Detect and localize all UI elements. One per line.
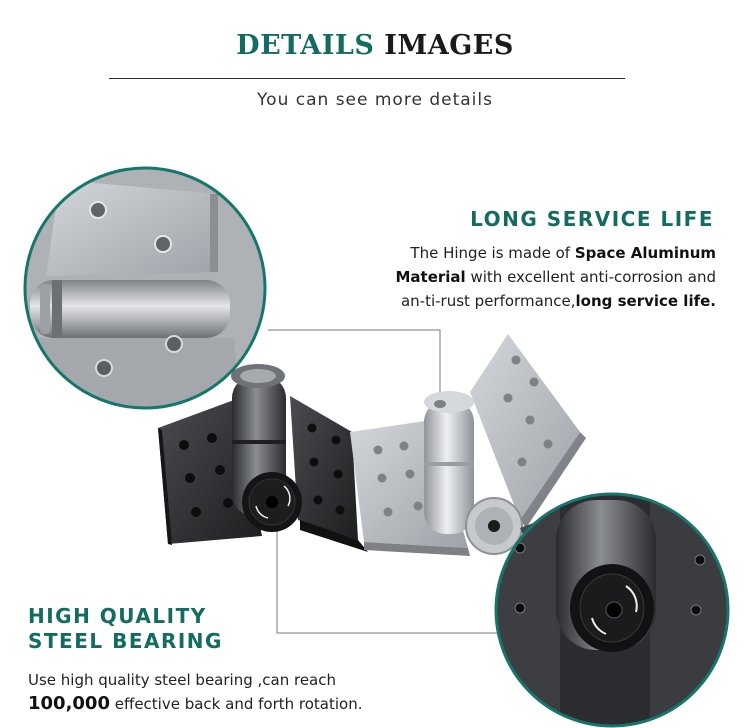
steel-bearing-title: HIGH QUALITY STEEL BEARING (28, 604, 223, 654)
desc-bold: Space Aluminum (574, 244, 716, 262)
desc-text: Use high quality steel bearing ,can reac… (28, 671, 336, 689)
zoom-circle-top-left (23, 166, 267, 410)
steel-bearing-title-line1: HIGH QUALITY (28, 604, 207, 628)
steel-bearing-title-line2: STEEL BEARING (28, 629, 223, 653)
title-rest: IMAGES (384, 30, 514, 61)
callout-line-top (268, 329, 441, 410)
desc-bold: 100,000 (28, 693, 110, 714)
desc-text: an-ti-rust performance, (400, 292, 576, 310)
title-divider (109, 78, 625, 79)
desc-text: The Hinge is made of (410, 244, 575, 262)
desc-bold: long service life. (575, 292, 716, 310)
steel-bearing-description: Use high quality steel bearing ,can reac… (28, 668, 448, 716)
title-accent: DETAILS (236, 30, 375, 61)
page-title: DETAILS IMAGES (0, 30, 750, 61)
page-subtitle: You can see more details (257, 90, 493, 110)
desc-text: with excellent anti-corrosion and (465, 268, 716, 286)
desc-text: effective back and forth rotation. (109, 695, 363, 713)
desc-bold: Material (395, 268, 466, 286)
long-service-life-description: The Hinge is made of Space Aluminum Mate… (336, 241, 717, 313)
long-service-life-title: LONG SERVICE LIFE (470, 207, 714, 231)
hinge-main (158, 334, 650, 620)
